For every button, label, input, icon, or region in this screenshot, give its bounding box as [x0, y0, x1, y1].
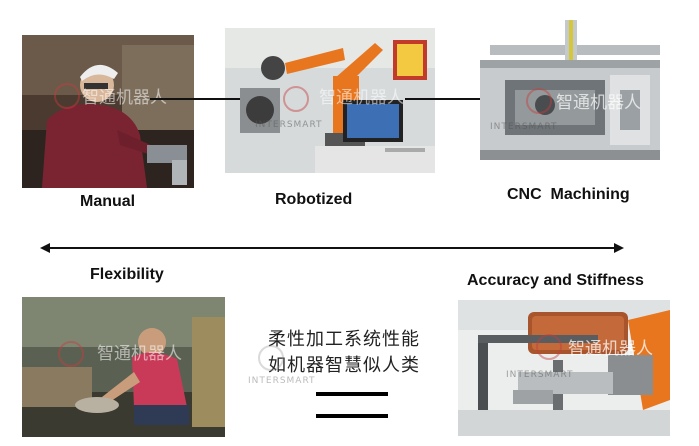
manual-photo: 智通机器人 — [22, 35, 194, 188]
watermark-logo-icon — [58, 341, 84, 367]
equals-sign-icon — [316, 392, 388, 418]
watermark-logo-icon — [54, 83, 80, 109]
watermark-en-text: INTERSMART — [506, 370, 574, 380]
robot-gripper-photo-art — [458, 300, 670, 436]
cnc-photo-art — [470, 20, 670, 172]
watermark-en-text: INTERSMART — [490, 122, 558, 132]
chinese-text-line-2: 如机器智慧似人类 — [268, 355, 420, 376]
robotized-photo: 智通机器人 INTERSMART — [225, 28, 435, 173]
connector-line-left — [150, 98, 240, 100]
watermark-en-text: INTERSMART — [255, 120, 323, 130]
manual-photo-art — [22, 35, 194, 188]
watermark-logo-icon — [283, 86, 309, 112]
worker-photo-art — [22, 297, 225, 437]
connector-line-right — [405, 98, 480, 100]
watermark-logo-icon — [536, 334, 562, 360]
chinese-text-line-1: 柔性加工系统性能 — [268, 329, 420, 350]
cnc-photo: 智通机器人 INTERSMART — [470, 20, 670, 172]
caption-cnc: CNC Machining — [507, 186, 630, 203]
caption-manual: Manual — [80, 193, 136, 210]
double-arrow-icon — [40, 243, 624, 253]
caption-accuracy: Accuracy and Stiffness — [467, 272, 644, 289]
robotized-photo-art — [225, 28, 435, 173]
caption-flexibility: Flexibility — [90, 266, 164, 283]
robot-gripper-photo: 智通机器人 INTERSMART — [458, 300, 670, 436]
watermark-logo-icon — [526, 88, 552, 114]
watermark-en-text: INTERSMART — [248, 376, 316, 386]
caption-robotized: Robotized — [275, 191, 353, 208]
watermark-logo-icon — [258, 345, 284, 371]
worker-photo: 智通机器人 — [22, 297, 225, 437]
